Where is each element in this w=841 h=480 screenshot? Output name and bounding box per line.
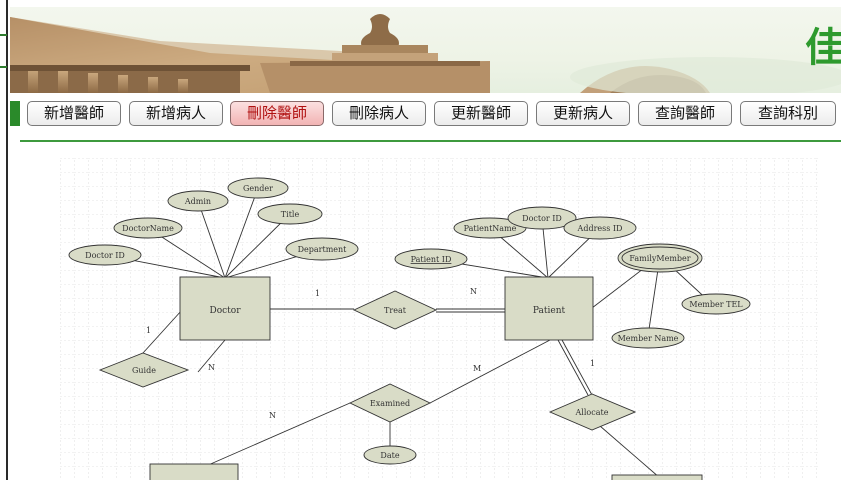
attr-department-ellipse [285, 237, 359, 261]
attr-title-ellipse [257, 203, 323, 225]
attr-doctor-name-label: DoctorName [122, 224, 174, 233]
card-guide-bottom: N [208, 363, 215, 372]
nav-lead-bar [10, 101, 20, 126]
left-frame-border [0, 0, 8, 480]
site-logo-text: 佳 [805, 25, 841, 71]
attr-family-member-inner-ellipse [621, 246, 699, 270]
attr-date-label: Date [380, 451, 399, 460]
relationship-examined-label: Examined [370, 399, 410, 408]
entity-partial-box-right [611, 474, 703, 480]
relationship-examined-diamond [348, 383, 432, 423]
attr-address-id-label: Address ID [577, 224, 623, 233]
banner-illustration [10, 14, 841, 93]
nav-update-doctor-button[interactable]: 更新醫師 [434, 101, 528, 126]
entity-partial-box-left [149, 463, 239, 480]
entity-shapes [149, 276, 703, 480]
attr-member-name-label: Member Name [618, 334, 679, 343]
diagram-labels: Doctor Patient Treat Guide Examined Allo… [85, 184, 743, 460]
card-allocate-top: 1 [590, 359, 595, 368]
nav-delete-patient-button[interactable]: 刪除病人 [332, 101, 426, 126]
card-examined-right: M [473, 364, 481, 373]
attr-gender-ellipse [227, 177, 289, 199]
left-frame-tick [0, 66, 7, 68]
attr-member-tel-ellipse [681, 293, 751, 315]
attr-member-tel-label: Member TEL [689, 300, 743, 309]
attr-doctor-name-ellipse [113, 217, 183, 239]
relationship-guide-diamond [98, 352, 190, 388]
relationship-allocate-diamond [548, 393, 637, 431]
attr-member-name-ellipse [611, 327, 685, 349]
card-guide-top: 1 [146, 326, 151, 335]
nav-query-doctor-button[interactable]: 查詢醫師 [638, 101, 732, 126]
attr-department-label: Department [298, 245, 348, 254]
nav-query-department-button[interactable]: 查詢科別 [740, 101, 836, 126]
entity-doctor-label: Doctor [209, 306, 241, 316]
relationship-treat-diamond [352, 290, 438, 330]
er-diagram: Doctor Patient Treat Guide Examined Allo… [60, 158, 820, 480]
left-frame-tick [0, 34, 7, 36]
attr-date-ellipse [363, 445, 417, 465]
attr-patient-name-label: PatientName [464, 224, 517, 233]
attr-doctor-id-2-ellipse [507, 206, 577, 230]
header-banner: 佳 [10, 7, 841, 93]
attr-address-id-ellipse [563, 216, 637, 240]
main-nav: 新增醫師 新增病人 刪除醫師 刪除病人 更新醫師 更新病人 查詢醫師 查詢科別 [10, 101, 841, 127]
attribute-shapes [68, 177, 751, 465]
entity-patient-label: Patient [533, 306, 566, 316]
attr-doctor-id-2-label: Doctor ID [522, 214, 562, 223]
card-examined-left: N [269, 411, 276, 420]
card-treat-patient: N [470, 287, 477, 296]
relationship-treat-label: Treat [384, 306, 407, 315]
attr-patient-id-ellipse [394, 248, 468, 270]
attr-admin-ellipse [167, 190, 229, 212]
header-divider [20, 140, 841, 142]
nav-update-patient-button[interactable]: 更新病人 [536, 101, 630, 126]
nav-add-doctor-button[interactable]: 新增醫師 [27, 101, 121, 126]
attr-title-label: Title [281, 210, 300, 219]
attr-patient-id-label: Patient ID [411, 255, 452, 264]
nav-add-patient-button[interactable]: 新增病人 [129, 101, 223, 126]
relationship-allocate-label: Allocate [575, 408, 609, 417]
attr-admin-label: Admin [184, 197, 211, 206]
attr-gender-label: Gender [243, 184, 273, 193]
er-diagram-canvas: Doctor Patient Treat Guide Examined Allo… [60, 158, 820, 480]
attr-family-member-label: FamilyMember [629, 254, 690, 263]
card-treat-doctor: 1 [315, 289, 320, 298]
attr-doctor-id-ellipse [68, 244, 142, 266]
attr-doctor-id-label: Doctor ID [85, 251, 125, 260]
relationship-guide-label: Guide [132, 366, 156, 375]
relationship-shapes [98, 290, 637, 431]
entity-patient-box [504, 276, 594, 341]
entity-doctor-box [179, 276, 271, 341]
nav-delete-doctor-button[interactable]: 刪除醫師 [230, 101, 324, 126]
